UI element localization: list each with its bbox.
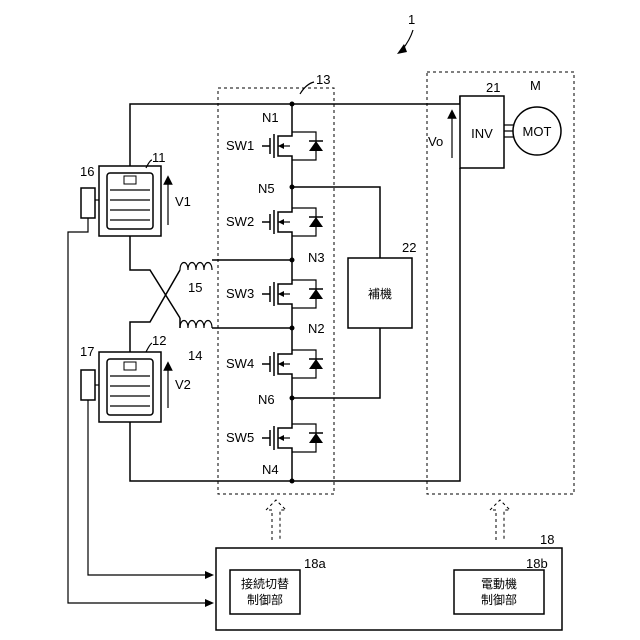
reactor-15 xyxy=(180,263,212,271)
sensor-16 xyxy=(81,188,95,218)
switch-sw5: SW5 xyxy=(226,422,323,454)
aux-upper-wire xyxy=(292,187,380,258)
control-arrow-converter xyxy=(266,500,286,540)
sensor-17 xyxy=(81,370,95,400)
controller-a-line1: 接続切替 xyxy=(241,576,289,591)
motor-ref: M xyxy=(530,78,541,93)
node-n2: N2 xyxy=(308,321,325,336)
battery-2-ref: 12 xyxy=(152,333,166,348)
node-dot-n2 xyxy=(290,326,295,331)
node-dot-n1 xyxy=(290,102,295,107)
control-arrow-motor xyxy=(490,500,510,540)
switch-label-sw5: SW5 xyxy=(226,430,254,445)
switch-sw1: SW1 xyxy=(226,130,323,162)
controller-b-line1: 電動機 xyxy=(481,576,517,591)
node-dot-n3 xyxy=(290,258,295,263)
switch-sw2: SW2 xyxy=(226,206,323,238)
sensor-17-signal xyxy=(88,400,206,575)
reactor-15-ref: 15 xyxy=(188,280,202,295)
switch-label-sw4: SW4 xyxy=(226,356,254,371)
controller-a-line2: 制御部 xyxy=(247,592,283,607)
node-n6: N6 xyxy=(258,392,275,407)
converter-ref: 13 xyxy=(316,72,330,87)
cross-wire-a xyxy=(130,236,180,318)
node-n1: N1 xyxy=(262,110,279,125)
v1-label: V1 xyxy=(175,194,191,209)
top-bus-wire xyxy=(130,104,460,166)
inverter-ref: 21 xyxy=(486,80,500,95)
reactor-14 xyxy=(180,321,212,329)
v2-label: V2 xyxy=(175,377,191,392)
figure-number: 1 xyxy=(408,12,415,27)
sensor-16-ref: 16 xyxy=(80,164,94,179)
controller-b-ref: 18b xyxy=(526,556,548,571)
sensor-17-ref: 17 xyxy=(80,344,94,359)
motor-label: MOT xyxy=(523,124,552,139)
controller-ref: 18 xyxy=(540,532,554,547)
reactor-14-ref: 14 xyxy=(188,348,202,363)
node-dot-n4 xyxy=(290,479,295,484)
battery-2 xyxy=(99,352,161,422)
switch-label-sw3: SW3 xyxy=(226,286,254,301)
battery-1 xyxy=(99,166,161,236)
node-n4: N4 xyxy=(262,462,279,477)
switch-label-sw2: SW2 xyxy=(226,214,254,229)
switch-sw4: SW4 xyxy=(226,348,323,380)
vo-label: Vo xyxy=(428,134,443,149)
switch-sw3: SW3 xyxy=(226,278,323,310)
aux-label: 補機 xyxy=(368,286,392,301)
inverter-label: INV xyxy=(471,126,493,141)
controller-a-ref: 18a xyxy=(304,556,326,571)
aux-lower-wire xyxy=(292,328,380,398)
node-n3: N3 xyxy=(308,250,325,265)
node-n5: N5 xyxy=(258,181,275,196)
battery-1-ref: 11 xyxy=(152,150,166,165)
switch-label-sw1: SW1 xyxy=(226,138,254,153)
aux-ref: 22 xyxy=(402,240,416,255)
controller-b-line2: 制御部 xyxy=(481,592,517,607)
